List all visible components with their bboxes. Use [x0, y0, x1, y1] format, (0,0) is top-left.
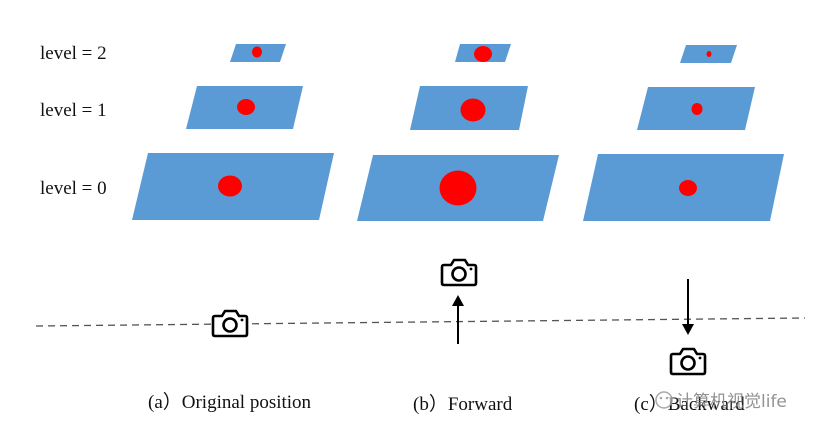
spot-level-0 — [679, 180, 697, 196]
spot-level-2 — [252, 46, 262, 58]
spot-level-1 — [691, 103, 703, 115]
level-0-label: level = 0 — [40, 178, 107, 199]
arrow-up-icon — [452, 295, 464, 344]
spot-level-2 — [474, 46, 492, 62]
spot-level-0 — [439, 170, 477, 206]
pyramid-forward — [357, 44, 559, 221]
wechat-logo-icon — [655, 391, 673, 409]
camera-icon — [669, 344, 707, 378]
level-2-label: level = 2 — [40, 43, 107, 64]
watermark-text: 计算机视觉life — [676, 392, 787, 412]
pyramid-backward — [583, 45, 784, 221]
caption-original-position: (a）Original position — [148, 391, 312, 413]
spot-level-1 — [460, 98, 486, 122]
spot-level-1 — [237, 99, 255, 115]
spot-level-2 — [706, 51, 712, 57]
arrow-down-icon — [682, 279, 694, 335]
spot-level-0 — [218, 175, 242, 197]
camera-icon — [211, 306, 249, 338]
camera-baseline — [35, 317, 806, 327]
level-1-label: level = 1 — [40, 100, 107, 121]
camera-icon — [440, 255, 478, 289]
pyramid-original — [132, 44, 334, 220]
caption-forward: (b）Forward — [413, 393, 513, 415]
watermark: 计算机视觉life — [655, 391, 787, 412]
